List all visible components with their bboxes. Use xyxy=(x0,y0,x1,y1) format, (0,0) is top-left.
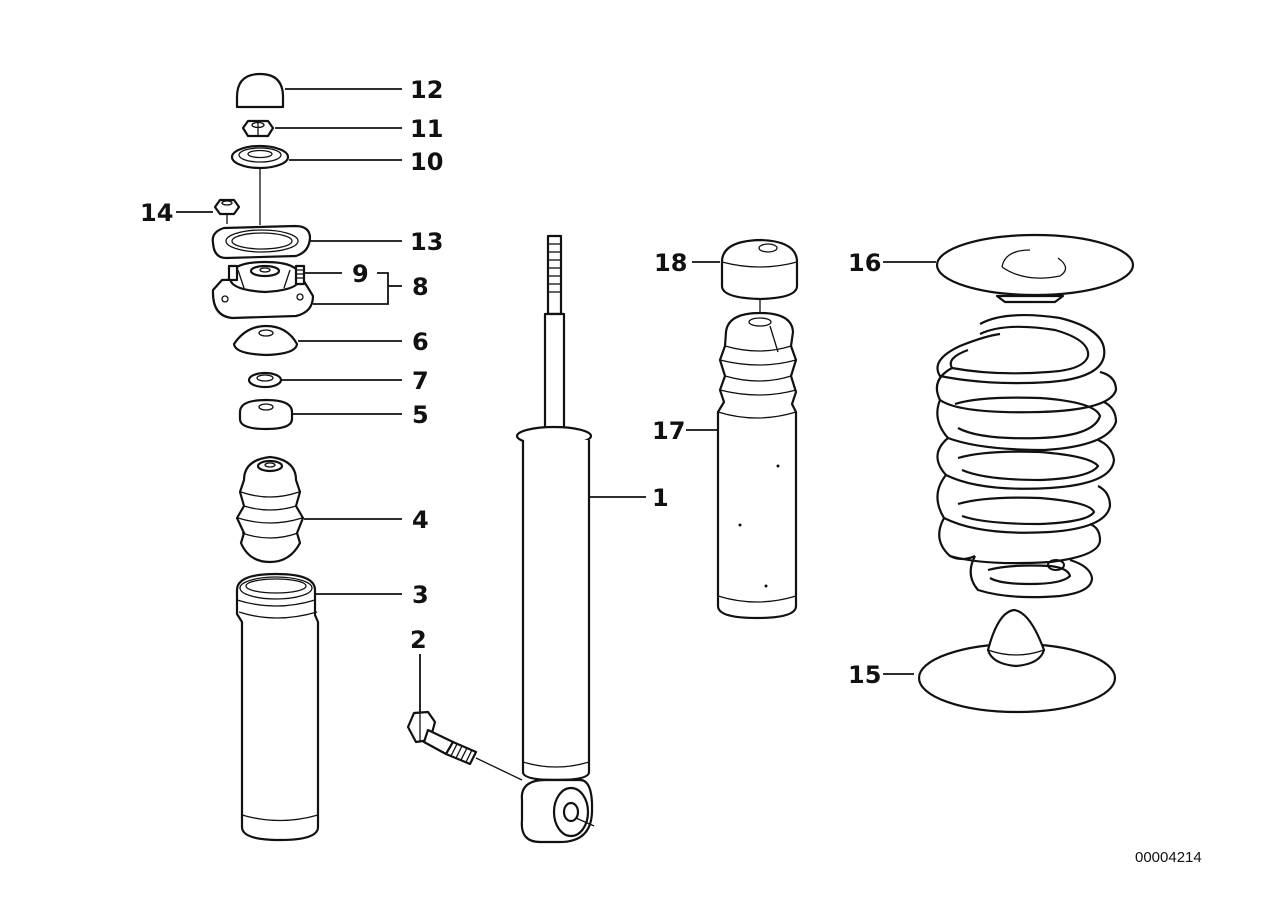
part-18-bump-stop xyxy=(720,238,799,301)
part-3-dust-tube xyxy=(235,572,320,842)
part-9-stud xyxy=(294,264,306,286)
callout-6: 6 xyxy=(412,328,429,356)
part-16-upper-spring-pad xyxy=(935,233,1135,304)
part-14-nut xyxy=(213,198,241,224)
callout-13: 13 xyxy=(410,228,443,256)
part-17-protection-kit xyxy=(716,311,798,620)
part-4-bump-stop xyxy=(235,455,305,564)
part-15-lower-spring-pad xyxy=(917,608,1117,714)
part-6-cup xyxy=(232,324,299,357)
part-2-bolt xyxy=(406,710,523,781)
part-1-shock-absorber xyxy=(515,234,595,844)
callout-11: 11 xyxy=(410,115,443,143)
callout-5: 5 xyxy=(412,401,429,429)
callout-16: 16 xyxy=(848,249,881,277)
part-10-washer xyxy=(230,144,290,170)
part-13-gasket xyxy=(211,224,312,260)
callout-12: 12 xyxy=(410,76,443,104)
part-12-cap xyxy=(235,72,285,109)
callout-18: 18 xyxy=(654,249,687,277)
callout-2: 2 xyxy=(410,626,427,654)
coil-spring xyxy=(935,314,1118,599)
callout-10: 10 xyxy=(410,148,443,176)
part-11-nut xyxy=(241,119,275,138)
callout-9: 9 xyxy=(352,260,369,288)
callout-1: 1 xyxy=(652,484,669,512)
callout-14: 14 xyxy=(140,199,173,227)
callout-8: 8 xyxy=(412,273,429,301)
callout-3: 3 xyxy=(412,581,429,609)
part-7-washer xyxy=(247,371,283,389)
part-5-spacer xyxy=(238,398,294,431)
callout-7: 7 xyxy=(412,367,429,395)
callout-17: 17 xyxy=(652,417,685,445)
part-8-strut-mount xyxy=(211,260,315,320)
leader-lines xyxy=(176,88,936,712)
callout-15: 15 xyxy=(848,661,881,689)
drawing-number: 00004214 xyxy=(1135,849,1202,866)
callout-4: 4 xyxy=(412,506,429,534)
